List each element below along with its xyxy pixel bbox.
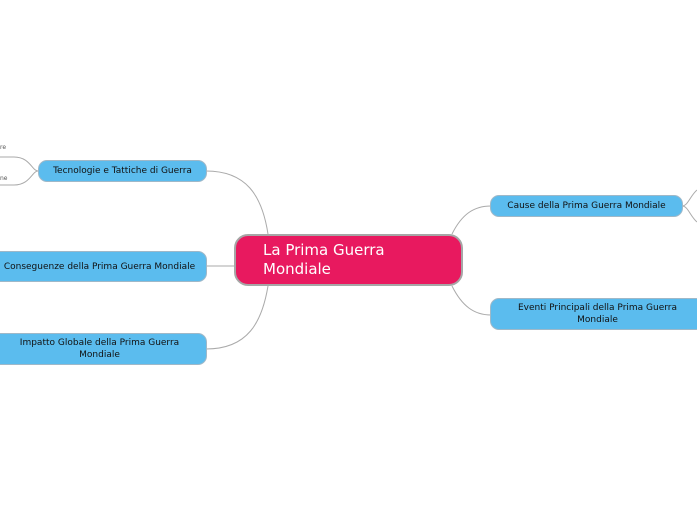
central-topic[interactable]: La Prima Guerra Mondiale	[234, 234, 463, 286]
subtopic-tecnologie-1[interactable]: re	[0, 144, 7, 151]
connector-cause-sub	[681, 189, 697, 207]
connector-cause	[451, 205, 492, 235]
connector-tecnologie-sub-2	[0, 170, 39, 186]
branch-tecnologie[interactable]: Tecnologie e Tattiche di Guerra	[38, 160, 207, 182]
branch-cause-label: Cause della Prima Guerra Mondiale	[507, 201, 666, 211]
connector-tecnologie	[205, 170, 269, 235]
branch-conseguenze[interactable]: Conseguenze della Prima Guerra Mondiale	[0, 251, 207, 282]
branch-impatto[interactable]: Impatto Globale della Prima Guerra Mondi…	[0, 333, 207, 365]
subtopic-tecnologie-2[interactable]: ne	[0, 175, 8, 182]
branch-eventi[interactable]: Eventi Principali della Prima Guerra Mon…	[490, 298, 697, 330]
connector-cause-sub-2	[681, 205, 697, 223]
connector-tecnologie-sub	[0, 156, 39, 172]
branch-eventi-label: Eventi Principali della Prima Guerra Mon…	[517, 303, 678, 325]
branch-conseguenze-label: Conseguenze della Prima Guerra Mondiale	[3, 261, 196, 272]
branch-cause[interactable]: Cause della Prima Guerra Mondiale	[490, 195, 683, 217]
connector-eventi	[451, 285, 492, 316]
connector-impatto	[205, 285, 269, 350]
central-topic-label: La Prima Guerra Mondiale	[263, 241, 385, 278]
branch-tecnologie-label: Tecnologie e Tattiche di Guerra	[53, 166, 192, 176]
branch-impatto-label: Impatto Globale della Prima Guerra Mondi…	[19, 338, 180, 360]
